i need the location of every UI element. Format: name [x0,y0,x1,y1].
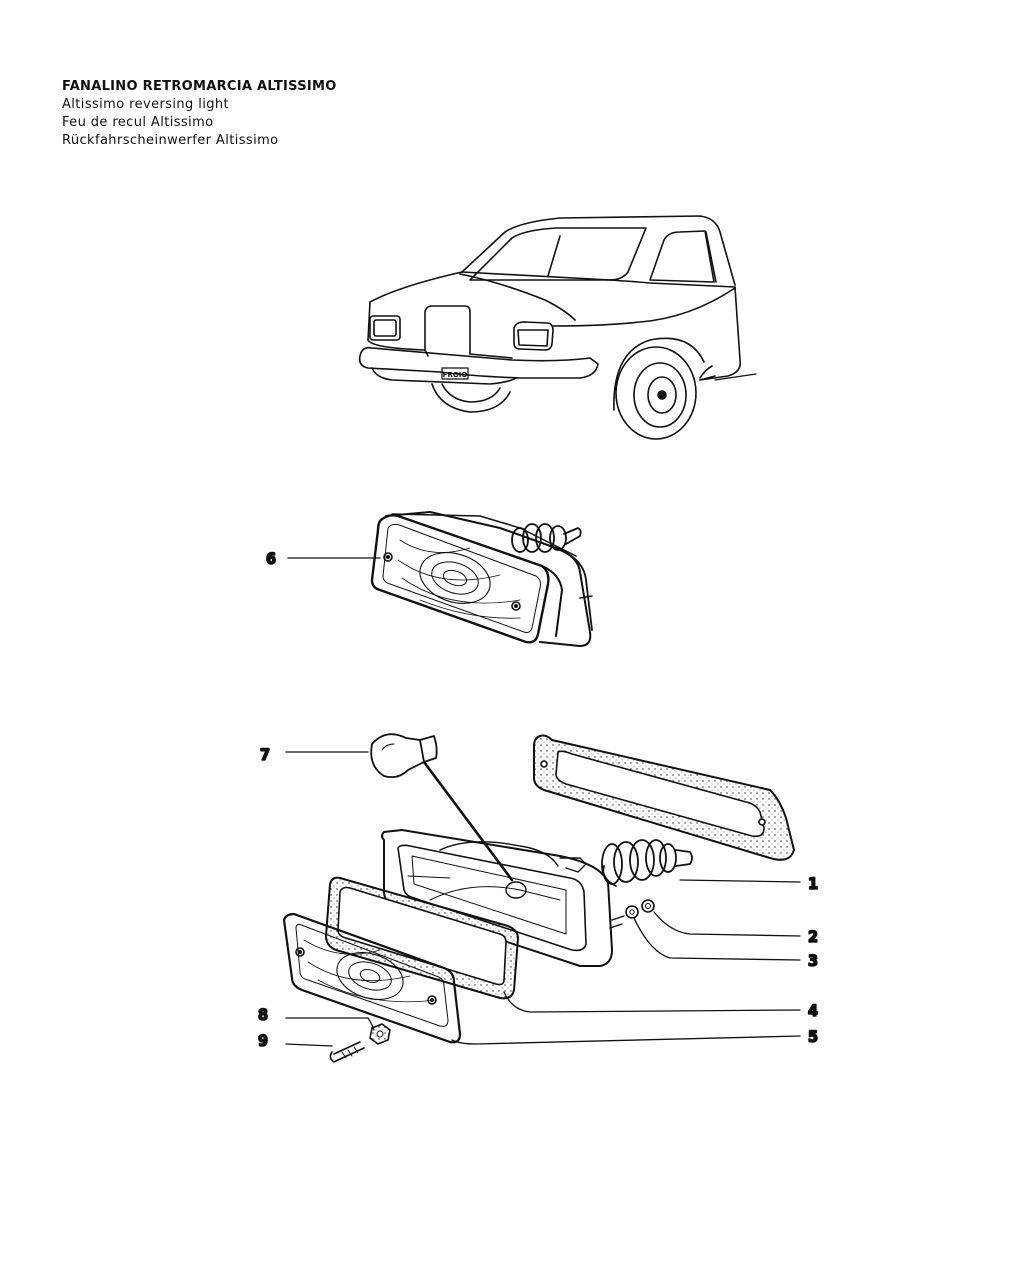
callout-8: 8 [258,1005,268,1024]
car-badge: FROIO [443,371,468,379]
callout-3: 3 [808,951,818,970]
grommet-part-1 [601,839,693,887]
bulb-part-7 [370,733,514,882]
callout-5: 5 [808,1027,818,1046]
lens-part-5 [282,912,462,1044]
callout-9: 9 [258,1031,268,1050]
title-italian: FANALINO RETROMARCIA ALTISSIMO [62,79,337,94]
leader-lines [285,557,801,1047]
nut-part-8 [369,1023,391,1045]
screw-part-9 [329,1041,365,1063]
light-housing [381,829,625,967]
callout-labels: 1 2 3 4 5 6 7 8 9 [257,548,819,1051]
title-block: FANALINO RETROMARCIA ALTISSIMO Altissimo… [62,78,337,150]
title-english: Altissimo reversing light [62,97,230,112]
lens-gasket-part-4 [325,876,519,1000]
title-french: Feu de recul Altissimo [62,115,214,130]
nut-part-2 [641,899,655,913]
title-german: Rückfahrscheinwerfer Altissimo [62,133,279,148]
car-illustration: FROIO [358,215,757,440]
housing-seal-top [533,734,795,861]
washer-part-3 [625,905,639,919]
callout-6: 6 [266,549,276,568]
callout-1: 1 [808,874,818,893]
callout-7: 7 [260,745,270,764]
callout-4: 4 [808,1001,818,1020]
callout-2: 2 [808,927,818,946]
assembled-light-part-6 [370,511,593,647]
